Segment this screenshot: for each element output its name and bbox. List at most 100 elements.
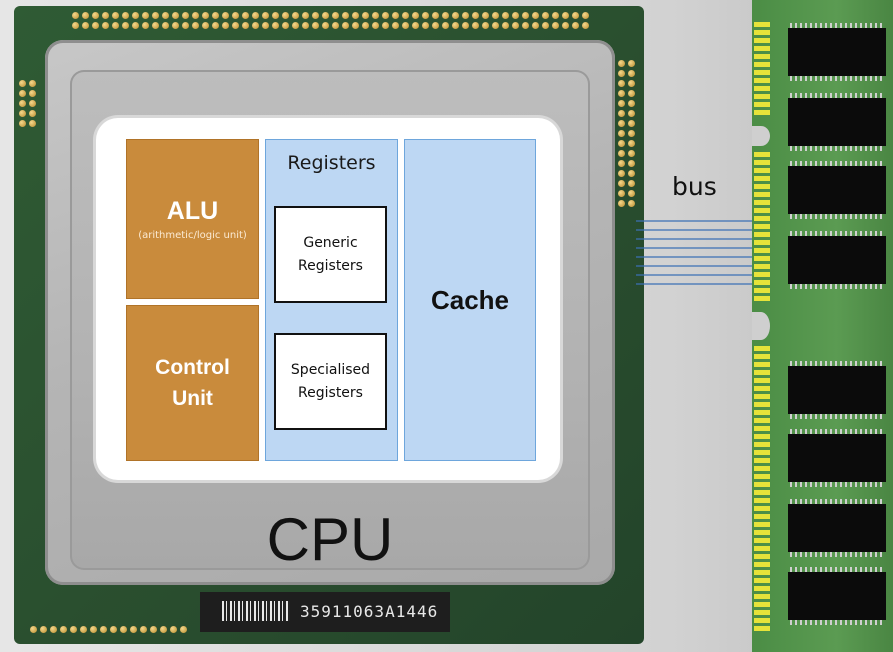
contact-pad: [372, 12, 379, 19]
contact-pad: [182, 12, 189, 19]
contact-pad: [140, 626, 147, 633]
contact-pad: [628, 160, 635, 167]
contact-pad: [160, 626, 167, 633]
contact-pad: [102, 22, 109, 29]
gold-contact: [754, 110, 770, 115]
contact-pad: [532, 12, 539, 19]
contact-pad: [29, 120, 36, 127]
gold-contact: [754, 152, 770, 157]
contact-pad: [170, 626, 177, 633]
contact-pad: [618, 70, 625, 77]
gold-contact: [754, 450, 770, 455]
contact-pad: [452, 22, 459, 29]
specialised-registers-box: Specialised Registers: [274, 333, 387, 430]
contact-pad: [552, 22, 559, 29]
gold-contact: [754, 554, 770, 559]
contact-pad: [60, 626, 67, 633]
gold-contact: [754, 280, 770, 285]
generic-registers-box: Generic Registers: [274, 206, 387, 303]
gold-contact: [754, 506, 770, 511]
contact-pad: [382, 12, 389, 19]
registers-title: Registers: [287, 152, 376, 174]
contact-pad: [262, 12, 269, 19]
gold-contact: [754, 94, 770, 99]
contact-pad: [618, 120, 625, 127]
ram-gold-contacts-lower: [754, 346, 770, 631]
gold-contact: [754, 346, 770, 351]
contact-pad: [282, 12, 289, 19]
memory-chip: [788, 93, 886, 151]
contact-pad: [562, 12, 569, 19]
contact-pad: [262, 22, 269, 29]
contact-pad: [192, 22, 199, 29]
contact-pad: [342, 12, 349, 19]
gold-contact: [754, 288, 770, 293]
contact-pad: [30, 626, 37, 633]
contact-pad: [272, 12, 279, 19]
contact-pad: [72, 22, 79, 29]
contact-pad: [332, 22, 339, 29]
contact-pad: [322, 12, 329, 19]
gold-contact: [754, 514, 770, 519]
contact-pad: [522, 22, 529, 29]
gold-contact: [754, 38, 770, 43]
contact-pad: [402, 12, 409, 19]
contact-pad: [582, 22, 589, 29]
contact-pad: [150, 626, 157, 633]
contact-pad: [618, 90, 625, 97]
gold-contact: [754, 442, 770, 447]
contact-pad: [628, 60, 635, 67]
cpu-contact-pads-left: [19, 80, 36, 127]
gold-contact: [754, 192, 770, 197]
gold-contact: [754, 578, 770, 583]
contact-pad: [618, 80, 625, 87]
contact-pad: [332, 12, 339, 19]
gold-contact: [754, 54, 770, 59]
contact-pad: [618, 160, 625, 167]
contact-pad: [312, 12, 319, 19]
contact-pad: [412, 22, 419, 29]
contact-pad: [282, 22, 289, 29]
contact-pad: [572, 12, 579, 19]
contact-pad: [422, 12, 429, 19]
contact-pad: [352, 22, 359, 29]
contact-pad: [292, 22, 299, 29]
contact-pad: [618, 200, 625, 207]
contact-pad: [252, 22, 259, 29]
contact-pad: [202, 12, 209, 19]
cache-block: Cache: [404, 139, 536, 461]
gold-contact: [754, 370, 770, 375]
contact-pad: [112, 12, 119, 19]
contact-pad: [628, 100, 635, 107]
contact-pad: [542, 22, 549, 29]
contact-pad: [372, 22, 379, 29]
contact-pad: [462, 12, 469, 19]
contact-pad: [162, 22, 169, 29]
gold-contact: [754, 168, 770, 173]
contact-pad: [232, 12, 239, 19]
contact-pad: [212, 22, 219, 29]
contact-pad: [172, 22, 179, 29]
contact-pad: [222, 22, 229, 29]
contact-pad: [72, 12, 79, 19]
gold-contact: [754, 386, 770, 391]
memory-chip: [788, 567, 886, 625]
gold-contact: [754, 30, 770, 35]
gold-contact: [754, 618, 770, 623]
alu-subtitle: (arithmetic/logic unit): [138, 230, 247, 241]
contact-pad: [132, 22, 139, 29]
gold-contact: [754, 102, 770, 107]
contact-pad: [222, 12, 229, 19]
contact-pad: [522, 12, 529, 19]
contact-pad: [29, 90, 36, 97]
gold-contact: [754, 296, 770, 301]
contact-pad: [512, 22, 519, 29]
contact-pad: [628, 150, 635, 157]
contact-pad: [132, 12, 139, 19]
gold-contact: [754, 176, 770, 181]
contact-pad: [180, 626, 187, 633]
contact-pad: [442, 12, 449, 19]
gold-contact: [754, 594, 770, 599]
gold-contact: [754, 458, 770, 463]
contact-pad: [19, 110, 26, 117]
